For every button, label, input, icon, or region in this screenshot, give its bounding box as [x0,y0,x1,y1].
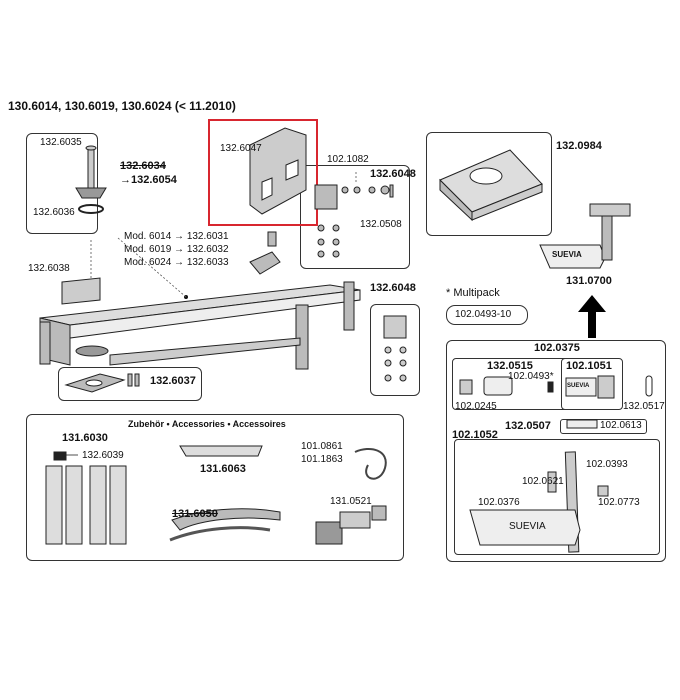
mount-box [300,165,410,269]
label-102-0375: 102.0375 [534,342,580,354]
label-131-6050: 131.6050 [172,508,218,520]
label-132-6039: 132.6039 [82,450,124,461]
suevia-logo-2: SUEVIA [567,383,590,389]
label-132-6037: 132.6037 [150,375,196,387]
label-131-0521: 131.0521 [330,496,372,507]
label-102-0613: 102.0613 [600,420,642,431]
label-102-1082: 102.1082 [327,154,369,165]
multipack-box [446,305,528,325]
label-102-1052: 102.1052 [452,429,498,441]
label-102-1051: 102.1051 [566,360,612,372]
label-102-0621: 102.0621 [522,476,564,487]
label-102-0493-star: 102.0493* [508,371,554,382]
label-102-0245: 102.0245 [455,401,497,412]
label-132-0517: 132.0517 [623,401,665,412]
label-131-0700: 131.0700 [566,275,612,287]
bowl-box [26,133,98,234]
page-title: 130.6014, 130.6019, 130.6024 (< 11.2010) [8,99,236,113]
label-101-1863: 101.1863 [301,454,343,465]
label-132-0984: 132.0984 [556,140,602,152]
label-132-6034: 132.6034 [120,160,166,172]
label-132-6047: 132.6047 [220,143,262,154]
label-132-6035: 132.6035 [40,137,82,148]
label-131-6030: 131.6030 [62,432,108,444]
suevia-logo-3: SUEVIA [509,521,546,532]
label-mod-6019: Mod. 6019 → 132.6032 [124,244,229,255]
label-102-0376: 102.0376 [478,497,520,508]
label-102-0493-10: 102.0493-10 [455,309,512,320]
label-132-6048-a: 132.6048 [370,168,416,180]
label-132-6054: →132.6054 [120,174,177,186]
label-132-6038: 132.6038 [28,263,70,274]
label-132-0515: 132.0515 [487,360,533,372]
accessories-heading: Zubehör • Accessories • Accessoires [128,419,286,429]
highlight-box [208,119,318,226]
label-131-6063: 131.6063 [200,463,246,475]
label-101-0861: 101.0861 [301,441,343,452]
label-multipack: * Multipack [446,287,500,299]
label-mod-6024: Mod. 6024 → 132.6033 [124,257,229,268]
label-132-0508: 132.0508 [360,219,402,230]
label-132-6036: 132.6036 [33,207,75,218]
label-132-6048-b: 132.6048 [370,282,416,294]
suevia-logo-1: SUEVIA [552,250,582,259]
label-mod-6014: Mod. 6014 → 132.6031 [124,231,229,242]
label-102-0393: 102.0393 [586,459,628,470]
label-102-0773: 102.0773 [598,497,640,508]
label-132-0507: 132.0507 [505,420,551,432]
